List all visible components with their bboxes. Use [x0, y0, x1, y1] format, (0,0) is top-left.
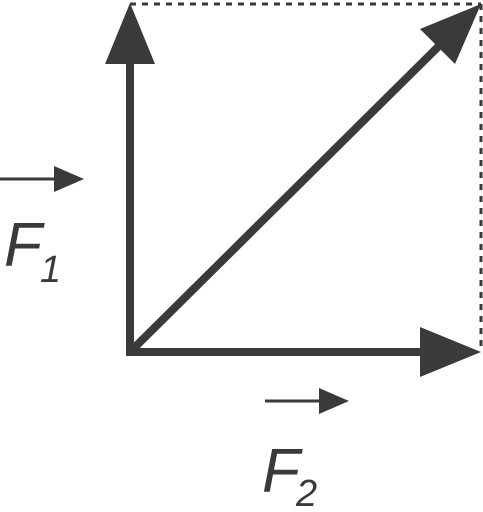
- force-2-label-subscript: 2: [295, 473, 317, 512]
- force-2-label-arrowhead-icon: [319, 388, 349, 414]
- force-1-label-arrowhead-icon: [54, 166, 84, 192]
- force-1-label-letter: F: [4, 211, 45, 280]
- resultant-vector-arrowhead: [420, 4, 481, 64]
- force-2-label-letter: F: [262, 437, 303, 506]
- force-1-label: F 1: [0, 166, 84, 291]
- force-1-label-subscript: 1: [40, 249, 61, 291]
- svg-text:F 2: F 2: [262, 437, 317, 512]
- force-1-vector-arrowhead: [105, 3, 155, 64]
- force-2-label: F 2: [262, 388, 349, 512]
- svg-text:F 1: F 1: [4, 211, 61, 291]
- resultant-vector-shaft: [127, 35, 450, 355]
- force-2-vector-arrowhead: [420, 327, 481, 377]
